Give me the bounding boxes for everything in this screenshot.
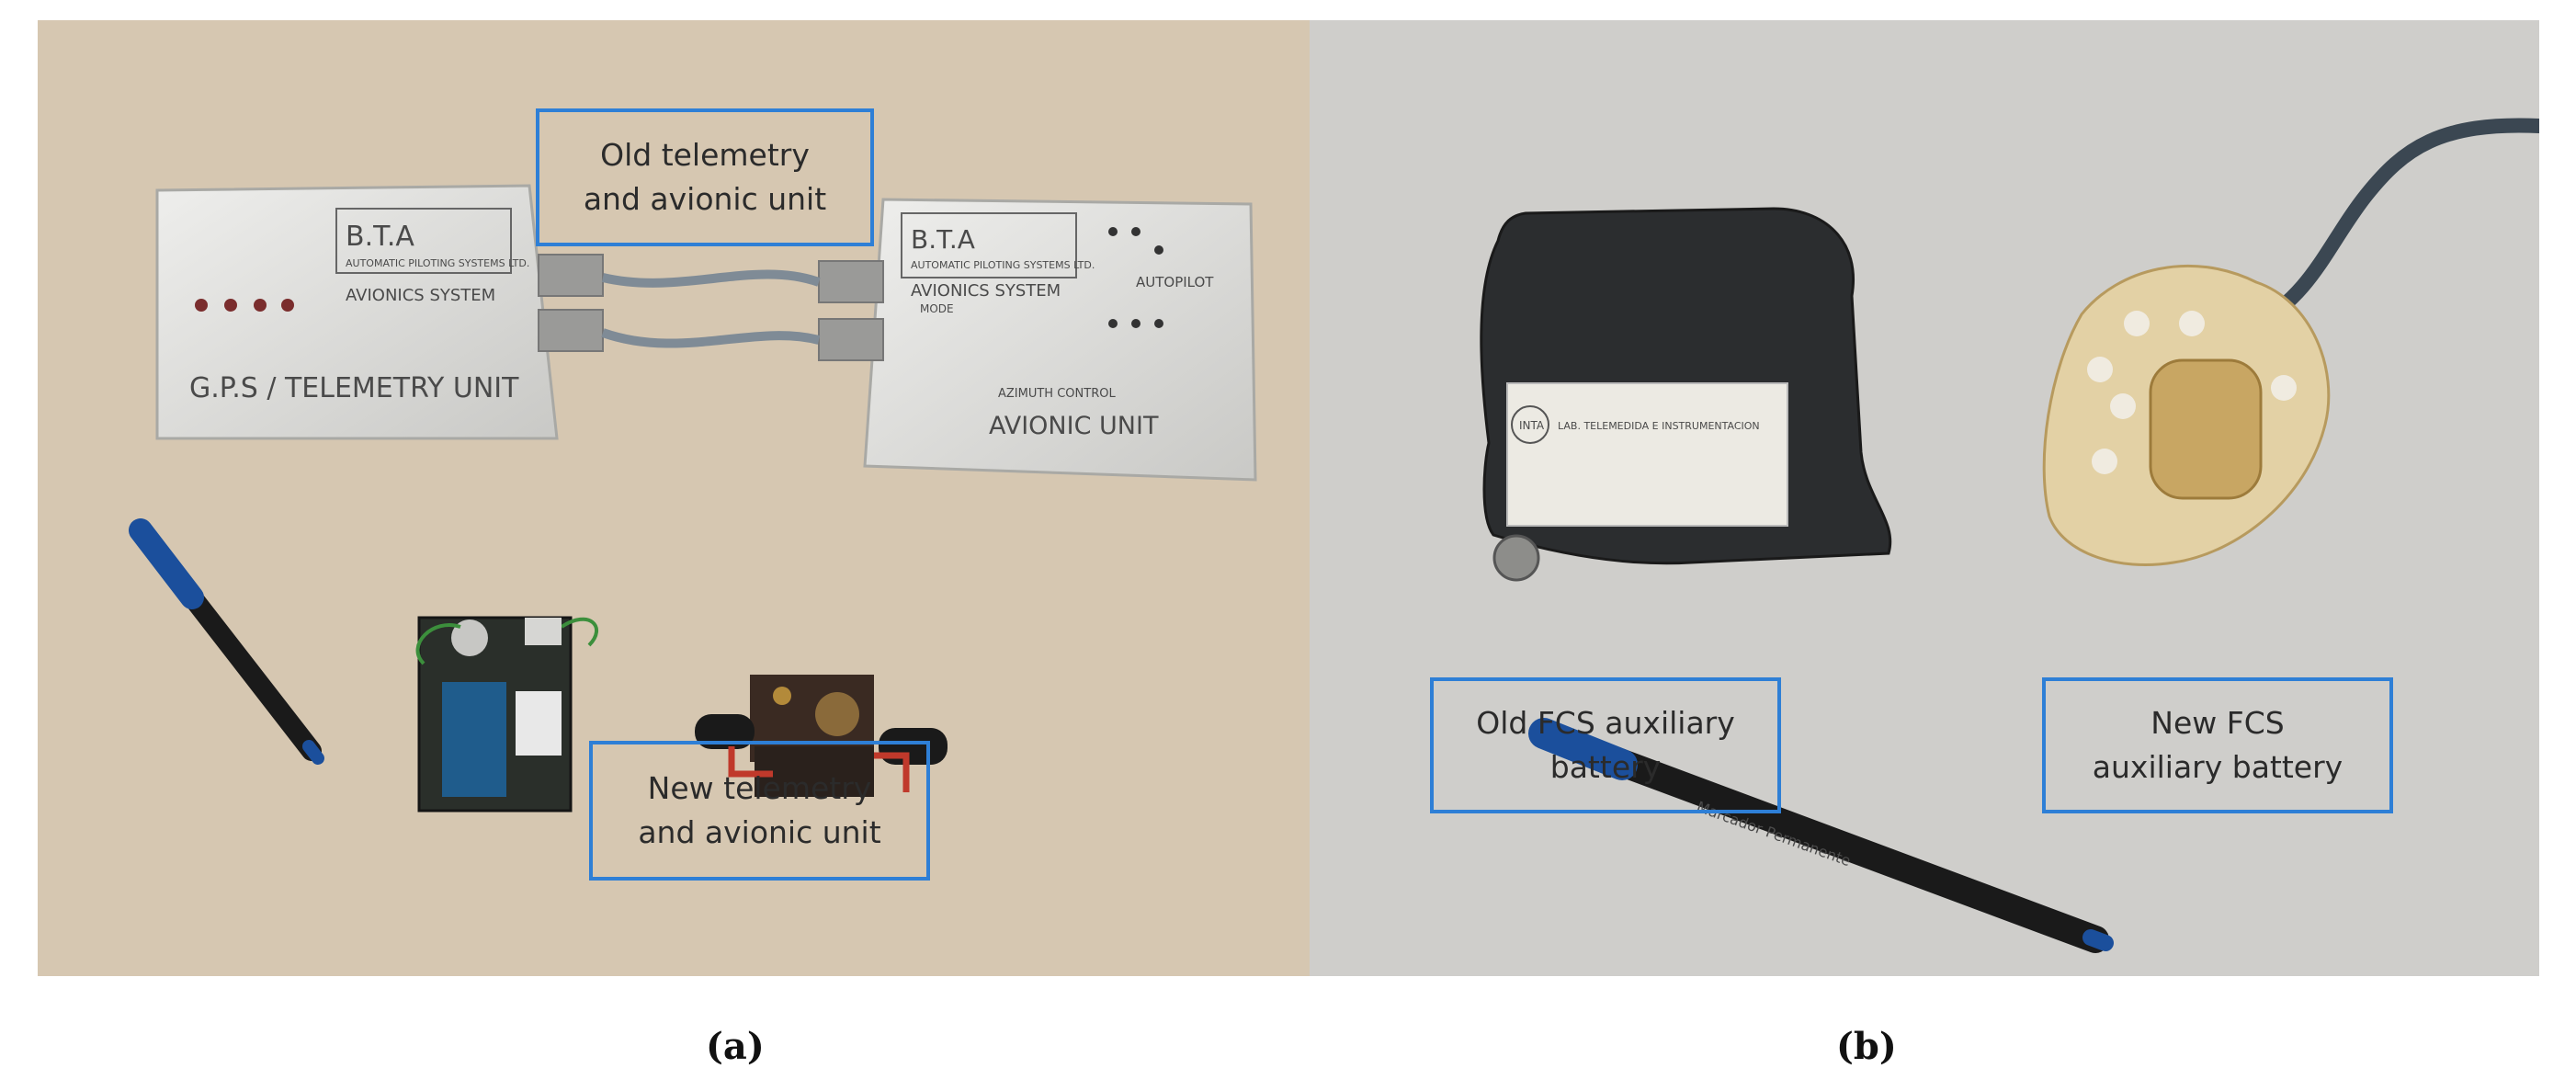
left-unit-brand: B.T.A <box>346 221 414 253</box>
old-gps-telemetry-unit: B.T.A AUTOMATIC PILOTING SYSTEMS LTD. AV… <box>155 184 559 440</box>
new-avionic-unit <box>695 675 948 797</box>
caption-a: (a) <box>706 1025 765 1068</box>
new-telemetry-board <box>415 616 598 813</box>
old-fcs-battery: INTA LAB. TELEMEDIDA E INSTRUMENTACION <box>1480 207 1892 582</box>
marker-pen <box>129 518 324 765</box>
left-unit-title: G.P.S / TELEMETRY UNIT <box>189 372 519 404</box>
left-unit-name: AVIONICS SYSTEM <box>346 286 495 305</box>
right-unit-subtitle: AUTOMATIC PILOTING SYSTEMS LTD. <box>911 259 1095 271</box>
callout-new-telemetry-unit: New telemetry and avionic unit <box>589 741 930 881</box>
old-avionic-unit: B.T.A AUTOMATIC PILOTING SYSTEMS LTD. AV… <box>863 198 1257 482</box>
right-unit-mode: MODE <box>920 302 954 315</box>
battery-logo: INTA <box>1519 419 1545 432</box>
panel-b-scene: INTA LAB. TELEMEDIDA E INSTRUMENTACION M… <box>1480 118 2539 953</box>
caption-b: (b) <box>1836 1025 1897 1068</box>
battery-cable <box>2249 118 2539 331</box>
right-unit-title: AVIONIC UNIT <box>989 412 1159 440</box>
right-unit-name: AVIONICS SYSTEM <box>911 281 1061 301</box>
callout-old-telemetry-unit: Old telemetry and avionic unit <box>536 108 874 246</box>
callout-new-fcs-battery: New FCS auxiliary battery <box>2042 677 2393 813</box>
panel-a-photo: B.T.A AUTOMATIC PILOTING SYSTEMS LTD. AV… <box>38 20 1310 976</box>
cable-assembly <box>538 254 884 361</box>
new-fcs-battery <box>2042 264 2331 567</box>
callout-old-fcs-battery: Old FCS auxiliary battery <box>1430 677 1781 813</box>
left-unit-subtitle: AUTOMATIC PILOTING SYSTEMS LTD. <box>346 257 529 269</box>
battery-lab: LAB. TELEMEDIDA E INSTRUMENTACION <box>1558 420 1760 432</box>
right-unit-section: AUTOPILOT <box>1136 274 1214 290</box>
right-unit-control: AZIMUTH CONTROL <box>998 387 1116 401</box>
right-unit-brand: B.T.A <box>911 224 975 255</box>
panel-a-scene: B.T.A AUTOMATIC PILOTING SYSTEMS LTD. AV… <box>129 184 1257 813</box>
panel-b-photo: INTA LAB. TELEMEDIDA E INSTRUMENTACION M… <box>1310 20 2539 976</box>
